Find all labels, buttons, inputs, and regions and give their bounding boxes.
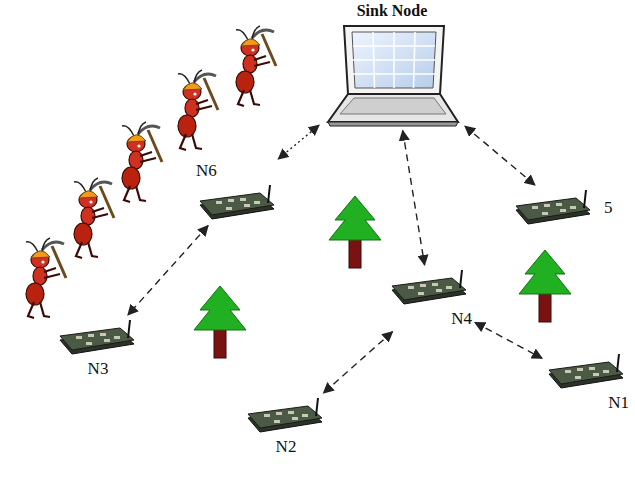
sensor-node: N6 [196, 162, 280, 223]
sensor-board-icon [244, 396, 328, 436]
sensor-board-icon [545, 352, 629, 392]
tree [194, 286, 246, 358]
ant-figure [26, 238, 66, 318]
sensor-node: N4 [388, 268, 472, 329]
node-label: 5 [604, 199, 613, 218]
sensor-board-icon [196, 183, 280, 223]
link-arrow [475, 322, 542, 358]
sensor-board-icon [56, 318, 140, 358]
sensor-board-icon [512, 188, 596, 228]
laptop-icon [322, 22, 462, 128]
tree [519, 250, 571, 322]
node-label: N4 [451, 310, 472, 329]
node-label: N3 [88, 360, 109, 379]
ant-figure [74, 178, 114, 258]
trees [194, 196, 571, 358]
link-arrow [324, 332, 393, 393]
sensor-node: 5 [512, 188, 613, 228]
node-label: N2 [276, 438, 297, 457]
node-label: N1 [608, 394, 629, 413]
ant-figure [236, 26, 276, 106]
tree [329, 196, 381, 268]
sensor-board-icon [388, 268, 472, 308]
sink-node: Sink Node [322, 2, 462, 128]
ant-figures [26, 26, 276, 318]
link-arrow [465, 126, 535, 185]
link-arrow [278, 125, 319, 159]
node-label: Sink Node [357, 2, 428, 20]
sensor-node: N1 [545, 352, 629, 413]
ant-figure [178, 70, 218, 150]
sensor-node: N3 [56, 318, 140, 379]
link-arrow [403, 131, 425, 265]
sensor-node: N2 [244, 396, 328, 457]
link-arrow [128, 226, 208, 315]
node-label: N6 [196, 162, 217, 181]
ant-figure [122, 122, 162, 202]
